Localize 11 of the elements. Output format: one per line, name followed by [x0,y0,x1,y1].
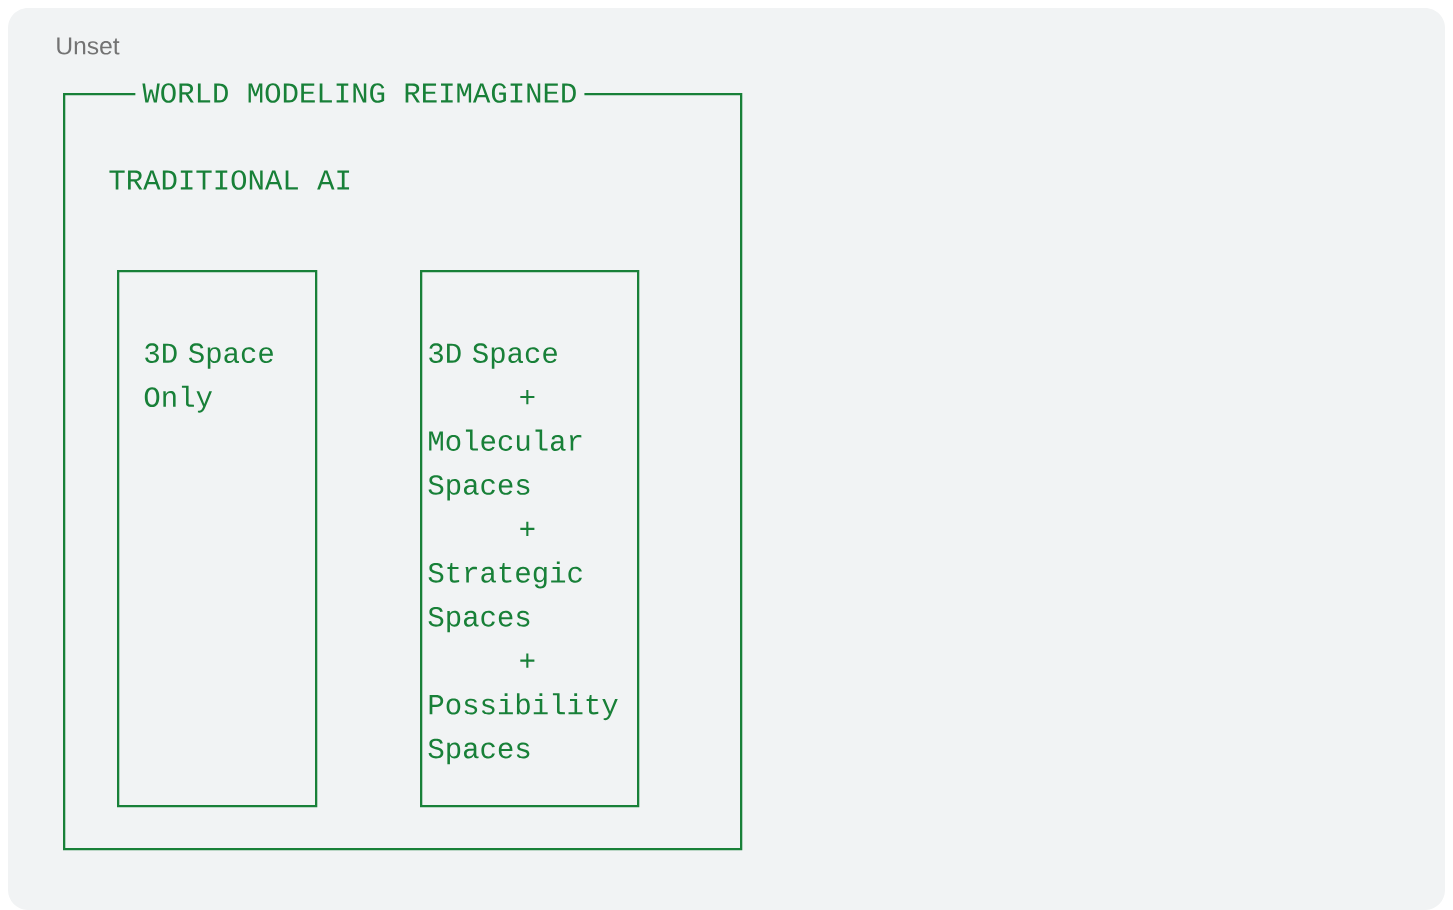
column-heading: TRADITIONAL AI [109,170,350,190]
plus-sign: + [520,521,535,536]
code-language-label: Unset [57,37,120,55]
plus-sign: + [520,389,535,405]
space-label: Possibility Spaces [428,693,618,765]
space-label: 3D Space [429,343,557,369]
space-label: 3D Space Only [144,343,273,413]
plus-sign: + [520,653,535,668]
space-label: Strategic Spaces [428,561,582,633]
space-label: Molecular Spaces [428,429,582,501]
title: WORLD MODELING REIMAGINED [135,79,585,107]
